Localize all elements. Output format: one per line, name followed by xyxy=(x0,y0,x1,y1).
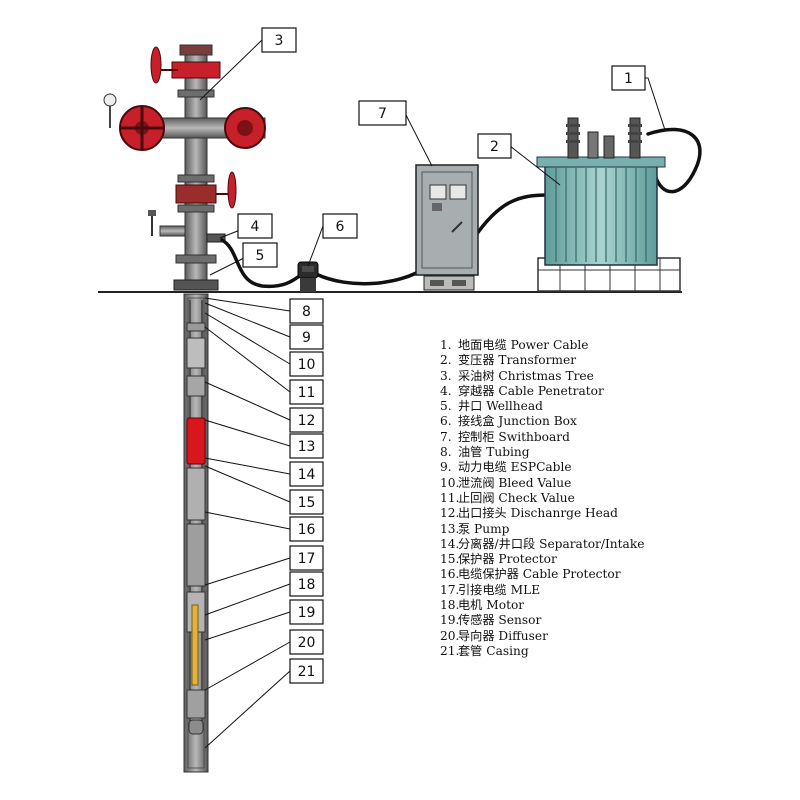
callout-12: 12 xyxy=(289,407,324,433)
svg-text:19: 19 xyxy=(298,605,316,621)
svg-text:8: 8 xyxy=(302,304,311,320)
pump-section xyxy=(186,417,206,465)
svg-text:16: 16 xyxy=(298,522,316,538)
svg-text:4: 4 xyxy=(251,219,260,235)
legend-item: 16.电缆保护器 Cable Protector xyxy=(440,567,621,582)
callout-10: 10 xyxy=(289,351,324,377)
svg-text:3: 3 xyxy=(275,33,284,49)
callout-5: 5 xyxy=(242,242,278,268)
legend-item: 12.出口接头 Dischanrge Head xyxy=(440,506,618,521)
svg-text:11: 11 xyxy=(298,385,316,401)
callout-21: 21 xyxy=(289,658,324,684)
legend-item: 19.传感器 Sensor xyxy=(440,613,542,628)
legend-item: 5.井口 Wellhead xyxy=(440,399,543,414)
callout-7: 7 xyxy=(358,100,407,126)
callout-17: 17 xyxy=(289,545,324,571)
callout-13: 13 xyxy=(289,433,324,459)
svg-text:12: 12 xyxy=(298,413,316,429)
callout-1: 1 xyxy=(611,65,646,91)
legend-item: 18.电机 Motor xyxy=(440,598,525,613)
svg-text:9: 9 xyxy=(302,330,311,346)
callout-16: 16 xyxy=(289,516,324,542)
legend-item: 1.地面电缆 Power Cable xyxy=(440,338,589,352)
svg-text:17: 17 xyxy=(298,551,316,567)
svg-text:15: 15 xyxy=(298,495,316,511)
pressure-gauge-icon xyxy=(103,93,117,107)
master-handwheel-icon xyxy=(227,171,237,209)
callout-15: 15 xyxy=(289,489,324,515)
legend-item: 8.油管 Tubing xyxy=(440,445,530,460)
legend-item: 14.分离器/井口段 Separator/Intake xyxy=(440,536,645,551)
junction-box xyxy=(297,261,319,292)
svg-text:20: 20 xyxy=(298,635,316,651)
callout-3: 3 xyxy=(261,27,297,53)
legend-item: 6.接线盒 Junction Box xyxy=(440,414,577,429)
callout-20: 20 xyxy=(289,629,324,655)
legend-item: 17.引接电缆 MLE xyxy=(440,582,541,597)
svg-text:21: 21 xyxy=(298,664,316,680)
legend-item: 20.导向器 Diffuser xyxy=(440,628,548,643)
legend-item: 15.保护器 Protector xyxy=(440,552,557,567)
transformer xyxy=(536,117,681,292)
svg-text:7: 7 xyxy=(378,106,387,122)
callout-6: 6 xyxy=(322,213,358,239)
component-legend: 1.地面电缆 Power Cable 2.变压器 Transformer 3.采… xyxy=(440,338,644,659)
legend-item: 3.采油树 Christmas Tree xyxy=(440,368,594,383)
callout-boxes: 1 2 3 4 5 6 7 8 9 10 11 12 13 14 15 16 1… xyxy=(237,27,646,684)
callout-11: 11 xyxy=(289,379,324,405)
legend-item: 9.动力电缆 ESPCable xyxy=(440,460,572,475)
svg-text:1: 1 xyxy=(624,71,633,87)
legend-item: 7.控制柜 Swithboard xyxy=(440,429,570,444)
callout-2: 2 xyxy=(477,133,512,159)
downhole-string xyxy=(186,300,206,735)
callout-19: 19 xyxy=(289,599,324,625)
legend-item: 4.穿越器 Cable Penetrator xyxy=(440,383,604,398)
callout-8: 8 xyxy=(289,298,324,324)
svg-text:10: 10 xyxy=(298,357,316,373)
christmas-tree xyxy=(103,44,266,291)
top-handwheel-icon xyxy=(150,46,162,84)
svg-text:13: 13 xyxy=(298,439,316,455)
svg-text:6: 6 xyxy=(336,219,345,235)
svg-text:18: 18 xyxy=(298,577,316,593)
svg-text:2: 2 xyxy=(490,139,499,155)
callout-9: 9 xyxy=(289,324,324,350)
callout-14: 14 xyxy=(289,461,324,487)
legend-item: 10.泄流阀 Bleed Value xyxy=(440,475,572,490)
legend-item: 21.套管 Casing xyxy=(440,643,529,658)
callout-18: 18 xyxy=(289,571,324,597)
sensor-section xyxy=(191,604,199,686)
svg-text:5: 5 xyxy=(256,248,265,264)
legend-item: 2.变压器 Transformer xyxy=(440,353,577,368)
control-panel xyxy=(415,164,479,291)
svg-text:14: 14 xyxy=(298,467,316,483)
legend-item: 13.泵 Pump xyxy=(440,521,510,536)
callout-4: 4 xyxy=(237,213,273,239)
legend-item: 11.止回阀 Check Value xyxy=(440,490,575,505)
